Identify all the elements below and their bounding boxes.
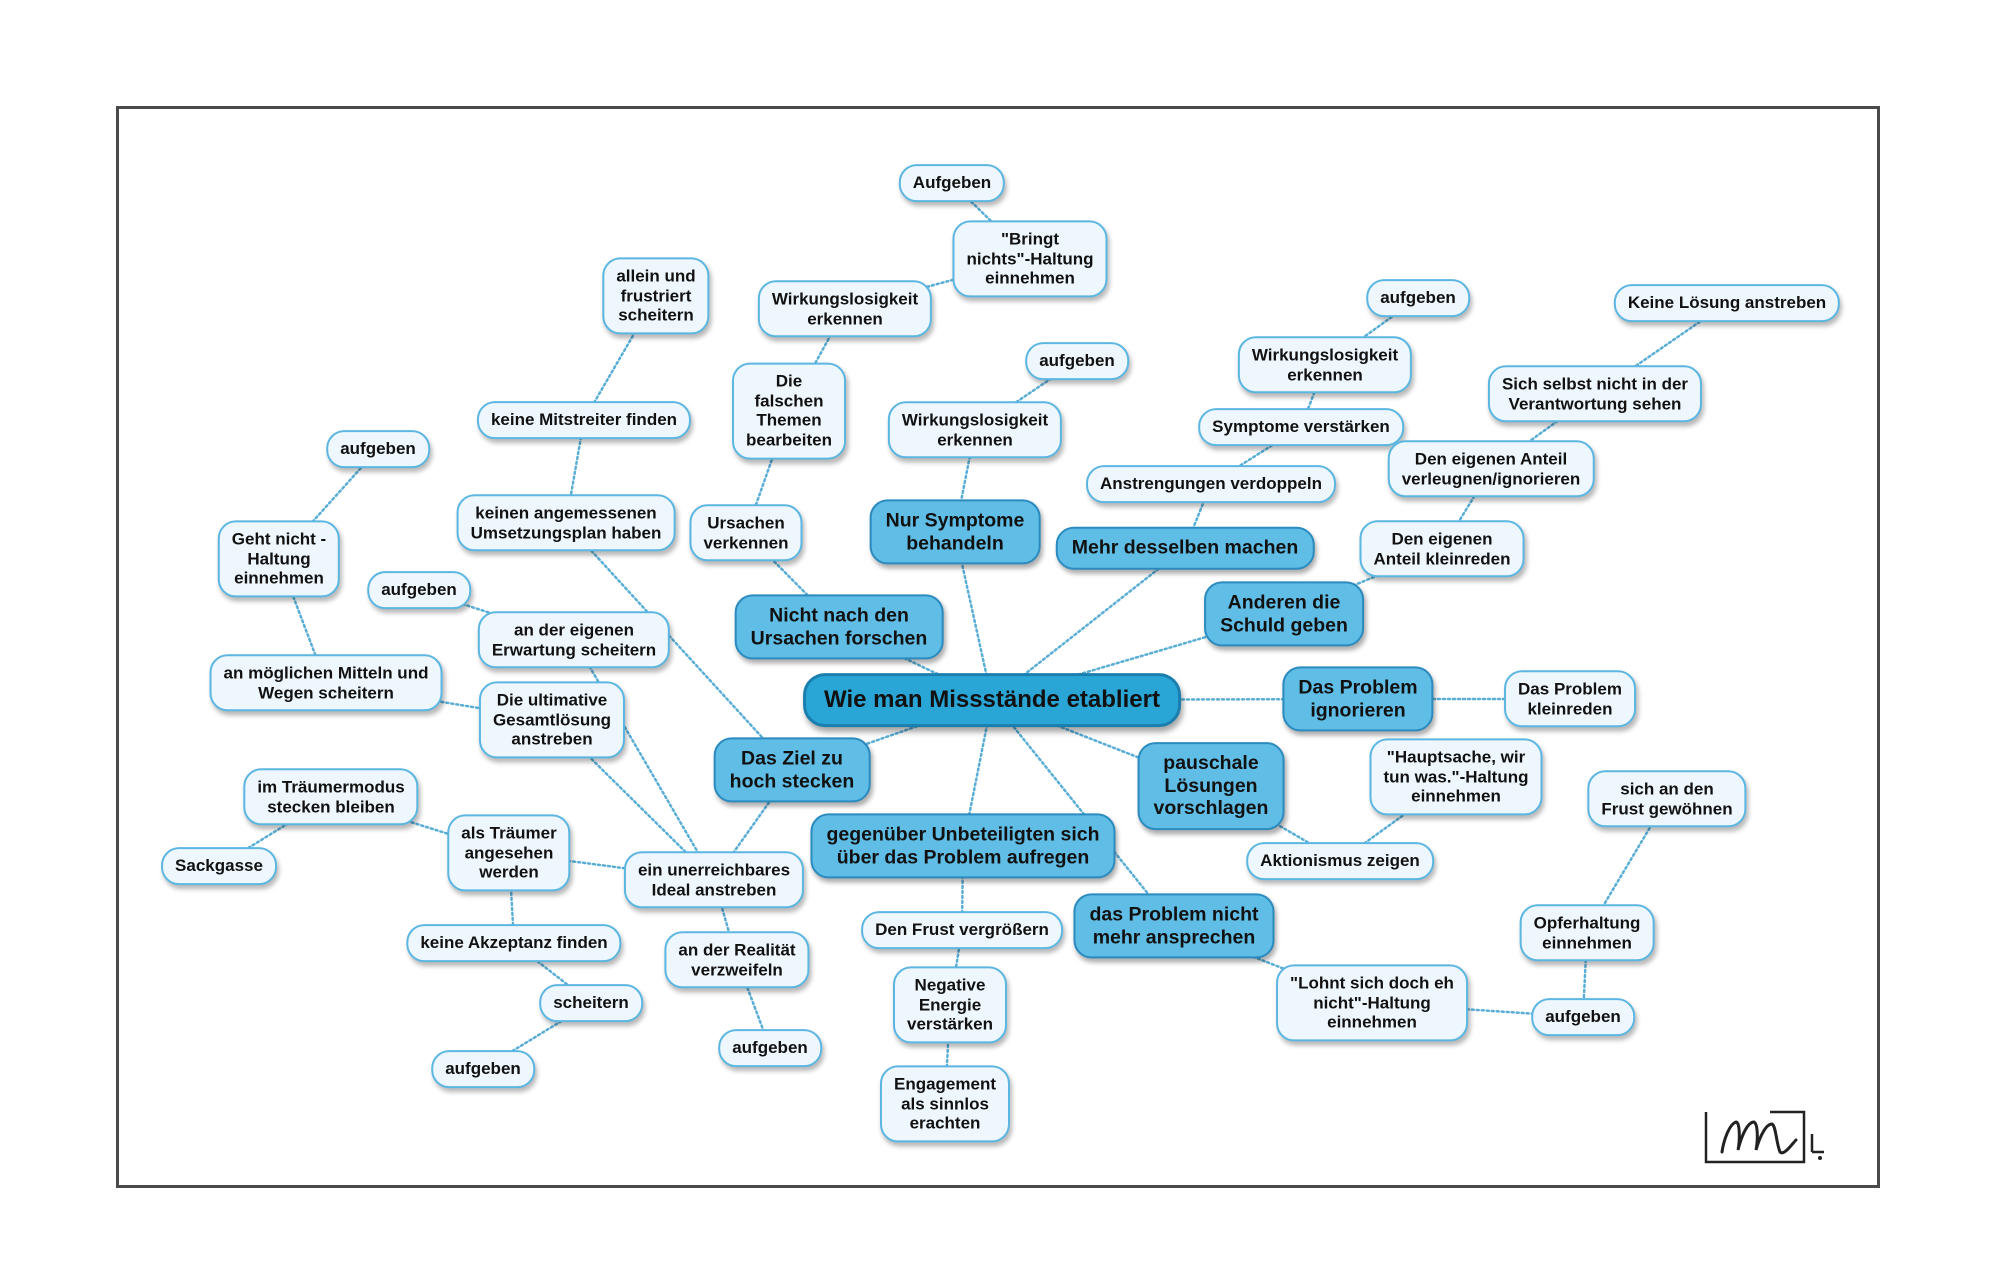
root-topic[interactable]: Wie man Missstände etabliert bbox=[803, 673, 1181, 727]
subtopic-aufgeben-sch[interactable]: aufgeben bbox=[431, 1050, 535, 1088]
connector-s-ideal-s-erwartung bbox=[572, 638, 716, 882]
subtopic-sackgasse[interactable]: Sackgasse bbox=[161, 847, 277, 885]
subtopic-traeumer[interactable]: als Träumer angesehen werden bbox=[447, 814, 571, 892]
subtopic-aufgeben-top[interactable]: Aufgeben bbox=[898, 164, 1006, 202]
subtopic-wirkungslos1[interactable]: Wirkungslosigkeit erkennen bbox=[757, 280, 933, 338]
subtopic-frust-vergroessern[interactable]: Den Frust vergrößern bbox=[861, 911, 1063, 949]
main-topic-desselben[interactable]: Mehr desselben machen bbox=[1055, 526, 1315, 570]
main-topic-ignorieren[interactable]: Das Problem ignorieren bbox=[1282, 666, 1434, 732]
main-topic-symptome[interactable]: Nur Symptome behandeln bbox=[869, 499, 1041, 565]
subtopic-geht-nicht[interactable]: Geht nicht - Haltung einnehmen bbox=[217, 520, 341, 598]
subtopic-hauptsache[interactable]: "Hauptsache, wir tun was."-Haltung einne… bbox=[1369, 738, 1543, 816]
subtopic-bringt-nichts[interactable]: "Bringt nichts"-Haltung einnehmen bbox=[952, 220, 1108, 298]
subtopic-wirkungslos3[interactable]: Wirkungslosigkeit erkennen bbox=[1237, 336, 1413, 394]
subtopic-allein[interactable]: allein und frustriert scheitern bbox=[602, 257, 710, 335]
main-topic-schuld[interactable]: Anderen die Schuld geben bbox=[1204, 581, 1364, 647]
subtopic-aufgeben-ws[interactable]: aufgeben bbox=[1025, 342, 1129, 380]
subtopic-aufgeben-erw[interactable]: aufgeben bbox=[367, 571, 471, 609]
main-topic-ziel[interactable]: Das Ziel zu hoch stecken bbox=[713, 737, 871, 803]
subtopic-anstrengungen[interactable]: Anstrengungen verdoppeln bbox=[1086, 465, 1336, 503]
subtopic-ideal[interactable]: ein unerreichbares Ideal anstreben bbox=[623, 851, 805, 909]
connector-root-m-ansprechen bbox=[990, 698, 1176, 928]
subtopic-symptome-verstaerken[interactable]: Symptome verstärken bbox=[1198, 408, 1404, 446]
subtopic-umsetzungsplan[interactable]: keinen angemessenen Umsetzungsplan haben bbox=[456, 494, 676, 552]
subtopic-aktionismus[interactable]: Aktionismus zeigen bbox=[1246, 842, 1434, 880]
subtopic-gesamtloesung[interactable]: Die ultimative Gesamtlösung anstreben bbox=[478, 681, 626, 759]
subtopic-aufgeben-opfer[interactable]: aufgeben bbox=[1531, 998, 1635, 1036]
connector-m-ziel-s-umsetzungsplan bbox=[564, 521, 794, 772]
subtopic-falsche-themen[interactable]: Die falschen Themen bearbeiten bbox=[732, 362, 846, 460]
subtopic-negative-energie[interactable]: Negative Energie verstärken bbox=[892, 966, 1008, 1044]
subtopic-lohnt-nicht[interactable]: "Lohnt sich doch eh nicht"-Haltung einne… bbox=[1276, 964, 1468, 1042]
main-topic-pauschal[interactable]: pauschale Lösungen vorschlagen bbox=[1137, 742, 1285, 830]
subtopic-aufgeben-real[interactable]: aufgeben bbox=[718, 1029, 822, 1067]
subtopic-traeumermodus[interactable]: im Träumermodus stecken bleiben bbox=[243, 768, 419, 826]
subtopic-anteil-kleinreden[interactable]: Den eigenen Anteil kleinreden bbox=[1359, 520, 1525, 578]
subtopic-wirkungslos2[interactable]: Wirkungslosigkeit erkennen bbox=[887, 401, 1063, 459]
subtopic-mitstreiter[interactable]: keine Mitstreiter finden bbox=[476, 401, 692, 439]
signature-logo bbox=[1704, 1110, 1824, 1164]
subtopic-mitteln[interactable]: an möglichen Mitteln und Wegen scheitern bbox=[209, 654, 443, 712]
subtopic-keine-loesung[interactable]: Keine Lösung anstreben bbox=[1613, 284, 1841, 322]
subtopic-aufgeben-sv[interactable]: aufgeben bbox=[1366, 279, 1470, 317]
subtopic-erwartung[interactable]: an der eigenen Erwartung scheitern bbox=[477, 611, 671, 669]
main-topic-ursachen[interactable]: Nicht nach den Ursachen forschen bbox=[734, 594, 944, 660]
subtopic-opferhaltung[interactable]: Opferhaltung einnehmen bbox=[1519, 904, 1655, 962]
connector-root-m-symptome bbox=[953, 530, 994, 702]
main-topic-ansprechen[interactable]: das Problem nicht mehr ansprechen bbox=[1073, 893, 1275, 959]
main-topic-aufregen[interactable]: gegenüber Unbeteiligten sich über das Pr… bbox=[810, 813, 1116, 879]
subtopic-anteil-verleugnen[interactable]: Den eigenen Anteil verleugnen/ignorieren bbox=[1387, 440, 1595, 498]
subtopic-engagement[interactable]: Engagement als sinnlos erachten bbox=[879, 1065, 1011, 1143]
subtopic-frust-gewoehnen[interactable]: sich an den Frust gewöhnen bbox=[1587, 770, 1747, 828]
subtopic-aufgeben-geht[interactable]: aufgeben bbox=[326, 430, 430, 468]
subtopic-ursachen-verkennen[interactable]: Ursachen verkennen bbox=[689, 504, 803, 562]
subtopic-realitaet[interactable]: an der Realität verzweifeln bbox=[664, 931, 810, 989]
subtopic-akzeptanz[interactable]: keine Akzeptanz finden bbox=[406, 924, 622, 962]
subtopic-problem-kleinreden[interactable]: Das Problem kleinreden bbox=[1504, 670, 1636, 728]
subtopic-verantwortung[interactable]: Sich selbst nicht in der Verantwortung s… bbox=[1487, 365, 1703, 423]
subtopic-scheitern[interactable]: scheitern bbox=[539, 984, 643, 1022]
